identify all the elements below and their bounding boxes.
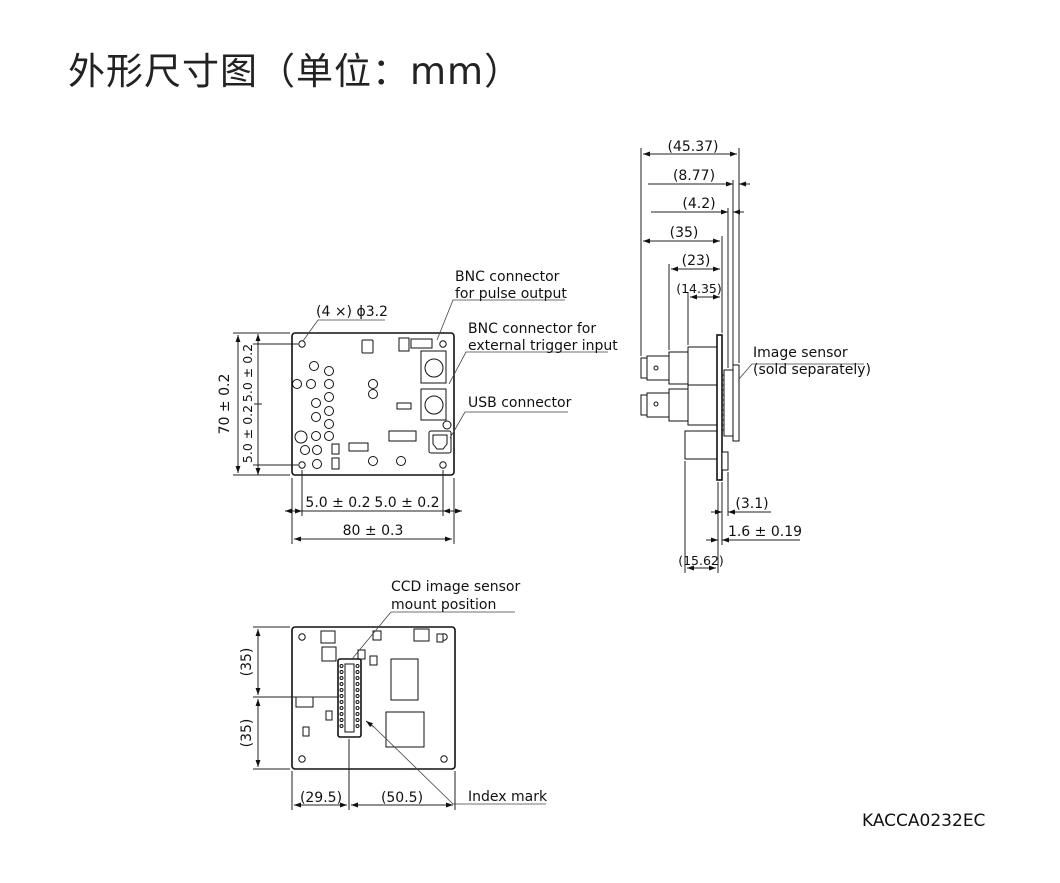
height-dim: 70 ± 0.2	[217, 374, 233, 435]
side-view: (45.37) (8.77) (4.2) (35) (23) (14.35) I…	[640, 139, 871, 573]
dim-29-5: (29.5)	[300, 790, 342, 806]
socket-pins	[339, 664, 360, 728]
dim-23: (23)	[682, 253, 711, 269]
front-components	[292, 337, 452, 470]
dim-14-35: (14.35)	[676, 281, 722, 296]
dim-total: (45.37)	[667, 139, 718, 155]
dim-8-77: (8.77)	[673, 168, 715, 184]
hole-offset-top: 5.0 ± 0.2	[240, 344, 255, 402]
dim-35-bottom: (35)	[239, 719, 255, 748]
back-board-outline	[291, 626, 456, 770]
bnc-trigger-label-2: external trigger input	[468, 338, 618, 354]
mounting-holes	[298, 340, 447, 469]
document-code: KACCA0232EC	[862, 811, 986, 831]
hole-offset-right: 5.0 ± 0.2	[374, 495, 439, 511]
bnc-trigger-label-1: BNC connector for	[468, 321, 596, 337]
ccd-label-2: mount position	[391, 597, 496, 613]
dim-50-5: (50.5)	[381, 790, 423, 806]
usb-label: USB connector	[468, 395, 572, 411]
bnc-pulse-label-1: BNC connector	[455, 269, 560, 285]
bnc-pulse-label-2: for pulse output	[455, 286, 567, 302]
dim-35-top: (35)	[239, 648, 255, 677]
dim-1-6: 1.6 ± 0.19	[728, 524, 802, 540]
width-dim: 80 ± 0.3	[343, 523, 404, 539]
page-title: 外形尺寸图（单位：mm）	[68, 50, 523, 93]
ccd-label-1: CCD image sensor	[391, 579, 520, 595]
index-mark-label: Index mark	[468, 789, 548, 805]
front-view: (4 ×) ϕ3.2 BNC connector for pulse outpu…	[217, 269, 618, 544]
hole-label: (4 ×) ϕ3.2	[316, 304, 388, 320]
dim-35: (35)	[670, 225, 699, 241]
dim-15-62: (15.62)	[678, 553, 724, 568]
sensor-label-1: Image sensor	[753, 345, 848, 361]
hole-offset-bottom: 5.0 ± 0.2	[240, 405, 255, 463]
dim-4-2: (4.2)	[682, 196, 715, 212]
hole-offset-left: 5.0 ± 0.2	[305, 495, 370, 511]
back-view: CCD image sensor mount position (35) (35…	[239, 579, 548, 810]
sensor-label-2: (sold separately)	[753, 362, 871, 378]
dim-3-1: (3.1)	[735, 496, 768, 512]
